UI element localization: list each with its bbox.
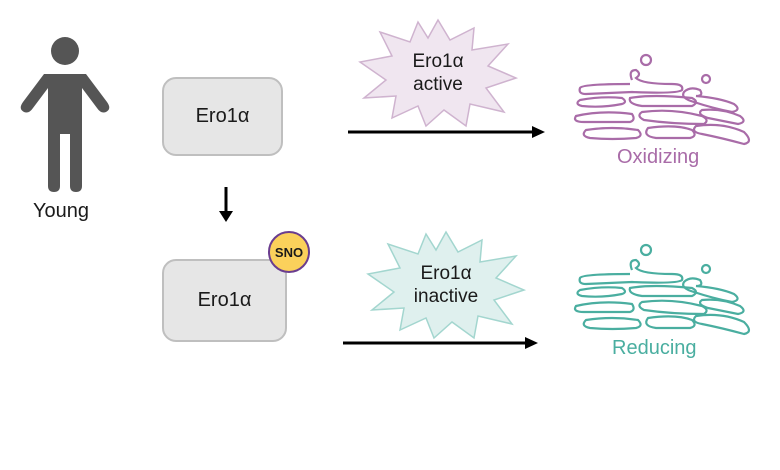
person-icon	[20, 37, 110, 192]
sno-badge: SNO	[268, 231, 310, 273]
ero1a-box-label: Ero1α	[195, 105, 250, 127]
top-right-arrow	[348, 126, 545, 138]
endoplasmic-reticulum-oxidizing-icon	[573, 53, 751, 146]
inactive-burst-line1: Ero1α	[420, 263, 472, 284]
ero1a-sno-box: Ero1α	[162, 259, 287, 342]
endoplasmic-reticulum-reducing-icon	[573, 243, 751, 336]
inactive-burst-line2: inactive	[413, 286, 479, 307]
active-burst-line1: Ero1α	[412, 51, 464, 72]
active-burst-text: Ero1α active	[388, 50, 488, 96]
inactive-burst-shape	[366, 230, 527, 340]
down-arrow	[219, 187, 233, 222]
person-label: Young	[33, 200, 89, 222]
reducing-label: Reducing	[612, 337, 697, 359]
bottom-right-arrow	[343, 337, 538, 349]
oxidizing-label: Oxidizing	[617, 146, 700, 168]
active-burst-shape	[358, 18, 519, 128]
active-burst-line2: active	[413, 74, 463, 95]
ero1a-box: Ero1α	[162, 77, 283, 156]
inactive-burst-text: Ero1α inactive	[396, 262, 496, 308]
ero1a-sno-box-label: Ero1α	[197, 289, 252, 311]
sno-badge-label: SNO	[274, 244, 304, 260]
